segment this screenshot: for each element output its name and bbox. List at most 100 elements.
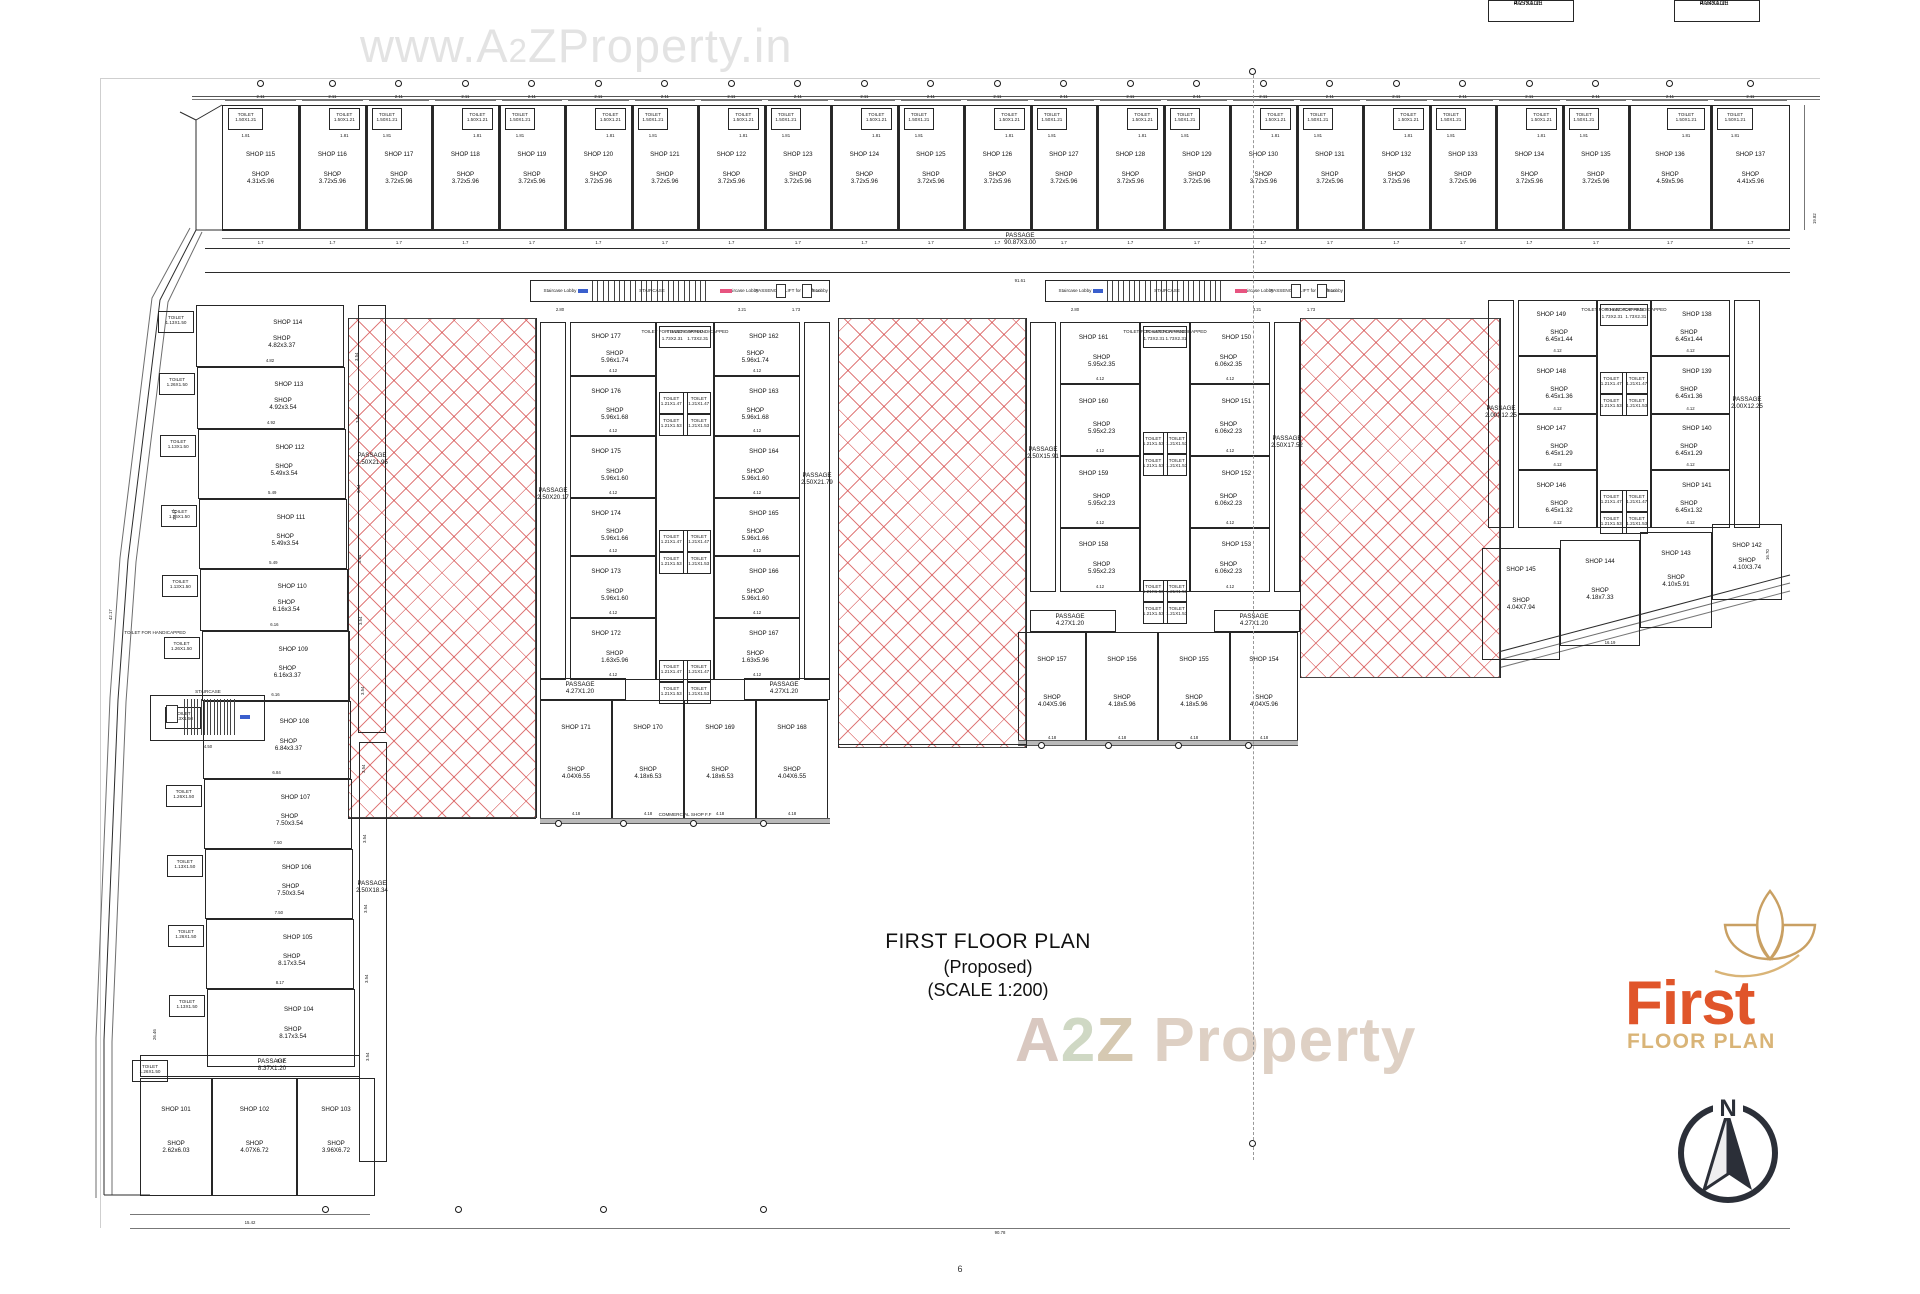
- toilet-dimensions: 1.21X1.47: [660, 401, 682, 407]
- shop-dimensions: 5.96x1.74: [601, 357, 629, 365]
- dimension-text: 5.49: [269, 560, 278, 565]
- dimension-text: 1.81: [340, 133, 349, 138]
- passage-label: PASSAGE: [1699, 0, 1729, 7]
- shop-caption: SHOP: [251, 171, 270, 178]
- shop-caption: SHOP: [783, 766, 801, 773]
- wall-line: [832, 105, 834, 230]
- toilet-label: TOILET: [690, 555, 707, 561]
- toilet-unit: [162, 575, 199, 597]
- shop-caption: SHOP: [1741, 171, 1760, 178]
- shop-number: SHOP 139: [1682, 367, 1712, 375]
- shop-unit: [1518, 414, 1597, 470]
- toilet-unit: [504, 108, 536, 130]
- shop-caption: SHOP: [746, 650, 765, 658]
- toilet-unit: [1143, 602, 1164, 624]
- shop-dimensions: 3.72x5.96: [518, 178, 546, 185]
- shop-unit: [201, 631, 350, 701]
- stair-tread: [230, 699, 232, 735]
- toilet-unit: [686, 552, 711, 574]
- wall-line: [192, 96, 1820, 97]
- grid-bubble: [794, 80, 802, 87]
- toilet-dimensions: 1.21X1.53: [688, 561, 710, 567]
- stair-tread: [1128, 281, 1130, 301]
- dimension-text: 4.92: [266, 420, 276, 425]
- shop-number: SHOP 138: [1682, 311, 1712, 319]
- toilet-label: TOILET: [690, 417, 707, 423]
- dimension-text: 1.7: [1526, 240, 1533, 245]
- toilet-label: TOILET: [177, 928, 194, 934]
- shop-number: SHOP 150: [1221, 334, 1252, 342]
- dimension-text: 1.81: [914, 133, 924, 138]
- shop-number: SHOP 159: [1078, 470, 1109, 478]
- shop-caption: SHOP: [605, 468, 624, 476]
- wall-line: [1026, 318, 1027, 748]
- dimension-text: 4.18: [1259, 735, 1269, 740]
- toilet-unit: [1143, 454, 1164, 476]
- shop-caption: SHOP: [639, 766, 657, 773]
- toilet-dimensions: 1.21X1.53: [1142, 463, 1164, 469]
- dimension-line: [130, 1228, 1790, 1229]
- toilet-dimensions: 1.21X1.53: [1166, 463, 1188, 469]
- shop-unit: [714, 322, 800, 376]
- stair-tread: [190, 699, 192, 735]
- toilet-dimensions: 1.50X1.21: [333, 117, 355, 123]
- wall-line: [1500, 318, 1501, 678]
- shop-caption: SHOP: [1092, 561, 1111, 569]
- dimension-line: [435, 100, 496, 101]
- shop-dimensions: 3.72x5.96: [784, 178, 812, 185]
- handicapped-toilet-label: TOILET FOR HANDICAPPED: [641, 329, 703, 334]
- toilet-label: TOILET: [1309, 111, 1326, 117]
- toilet-dimensions: 1.21X1.47: [1600, 381, 1622, 387]
- shop-number: SHOP 106: [281, 864, 312, 872]
- toilet-label: TOILET: [663, 395, 680, 401]
- shop-caption: SHOP: [274, 396, 292, 404]
- plan-title-block: FIRST FLOOR PLAN (Proposed) (SCALE 1:200…: [838, 930, 1138, 1001]
- stair-tread: [1215, 281, 1216, 301]
- wall-line: [963, 105, 965, 230]
- page-title: FIRST FLOOR PLAN: [885, 930, 1091, 953]
- toilet-dimensions: 1.50X1.21: [1440, 117, 1462, 123]
- shop-caption: SHOP: [279, 738, 298, 746]
- shop-unit: [1651, 414, 1730, 470]
- toilet-dimensions: 1.50X1.21: [775, 117, 797, 123]
- passage-label: PASSAGE: [1272, 435, 1302, 443]
- shop-number: SHOP 174: [591, 509, 621, 517]
- shop-number: SHOP 122: [716, 151, 747, 158]
- shop-dimensions: 6.45x1.36: [1675, 393, 1703, 401]
- dimension-text: 4.12: [1553, 462, 1562, 467]
- toilet-unit: [1600, 490, 1623, 512]
- dimension-text: 1.81: [1537, 133, 1546, 138]
- stair-tread: [689, 281, 691, 301]
- shop-number: SHOP 177: [591, 332, 621, 340]
- shop-number: SHOP 121: [650, 151, 680, 158]
- toilet-label: TOILET: [1603, 375, 1620, 381]
- toilet-unit: [1166, 454, 1187, 476]
- wall-line: [536, 318, 537, 818]
- grid-bubble: [1245, 742, 1252, 749]
- passage-label: PASSAGE: [1513, 0, 1543, 7]
- shop-dimensions: 4.59x5.96: [1656, 178, 1684, 185]
- shop-number: SHOP 109: [278, 646, 308, 654]
- toilet-dimensions: 1.21X1.53: [1626, 403, 1648, 409]
- stair-tread: [667, 281, 669, 301]
- shop-dimensions: 3.72x5.96: [385, 178, 413, 185]
- shop-dimensions: 7.50x3.54: [277, 889, 305, 897]
- grid-bubble: [322, 1206, 329, 1213]
- shop-unit: [1018, 632, 1086, 744]
- wall-line: [838, 318, 839, 748]
- passage-dimensions: 2.50X17.52: [1271, 442, 1303, 450]
- dimension-text: 7.50: [273, 840, 282, 845]
- shop-unit: [212, 1078, 297, 1196]
- passage-strip: [1030, 322, 1056, 592]
- wall-line: [192, 99, 1820, 100]
- grid-bubble: [257, 80, 265, 87]
- toilet-unit: [1625, 394, 1648, 416]
- dimension-text: 1.81: [1404, 133, 1413, 138]
- shop-dimensions: 6.45x1.29: [1675, 450, 1703, 458]
- dimension-text: 1.7: [1127, 240, 1134, 245]
- grid-bubble: [1592, 80, 1600, 87]
- shop-dimensions: 4.04X7.94: [1506, 604, 1536, 612]
- up-arrow-icon: [578, 289, 588, 293]
- toilet-dimensions: 1.50X1.21: [1675, 117, 1697, 123]
- toilet-label: TOILET: [1145, 605, 1162, 611]
